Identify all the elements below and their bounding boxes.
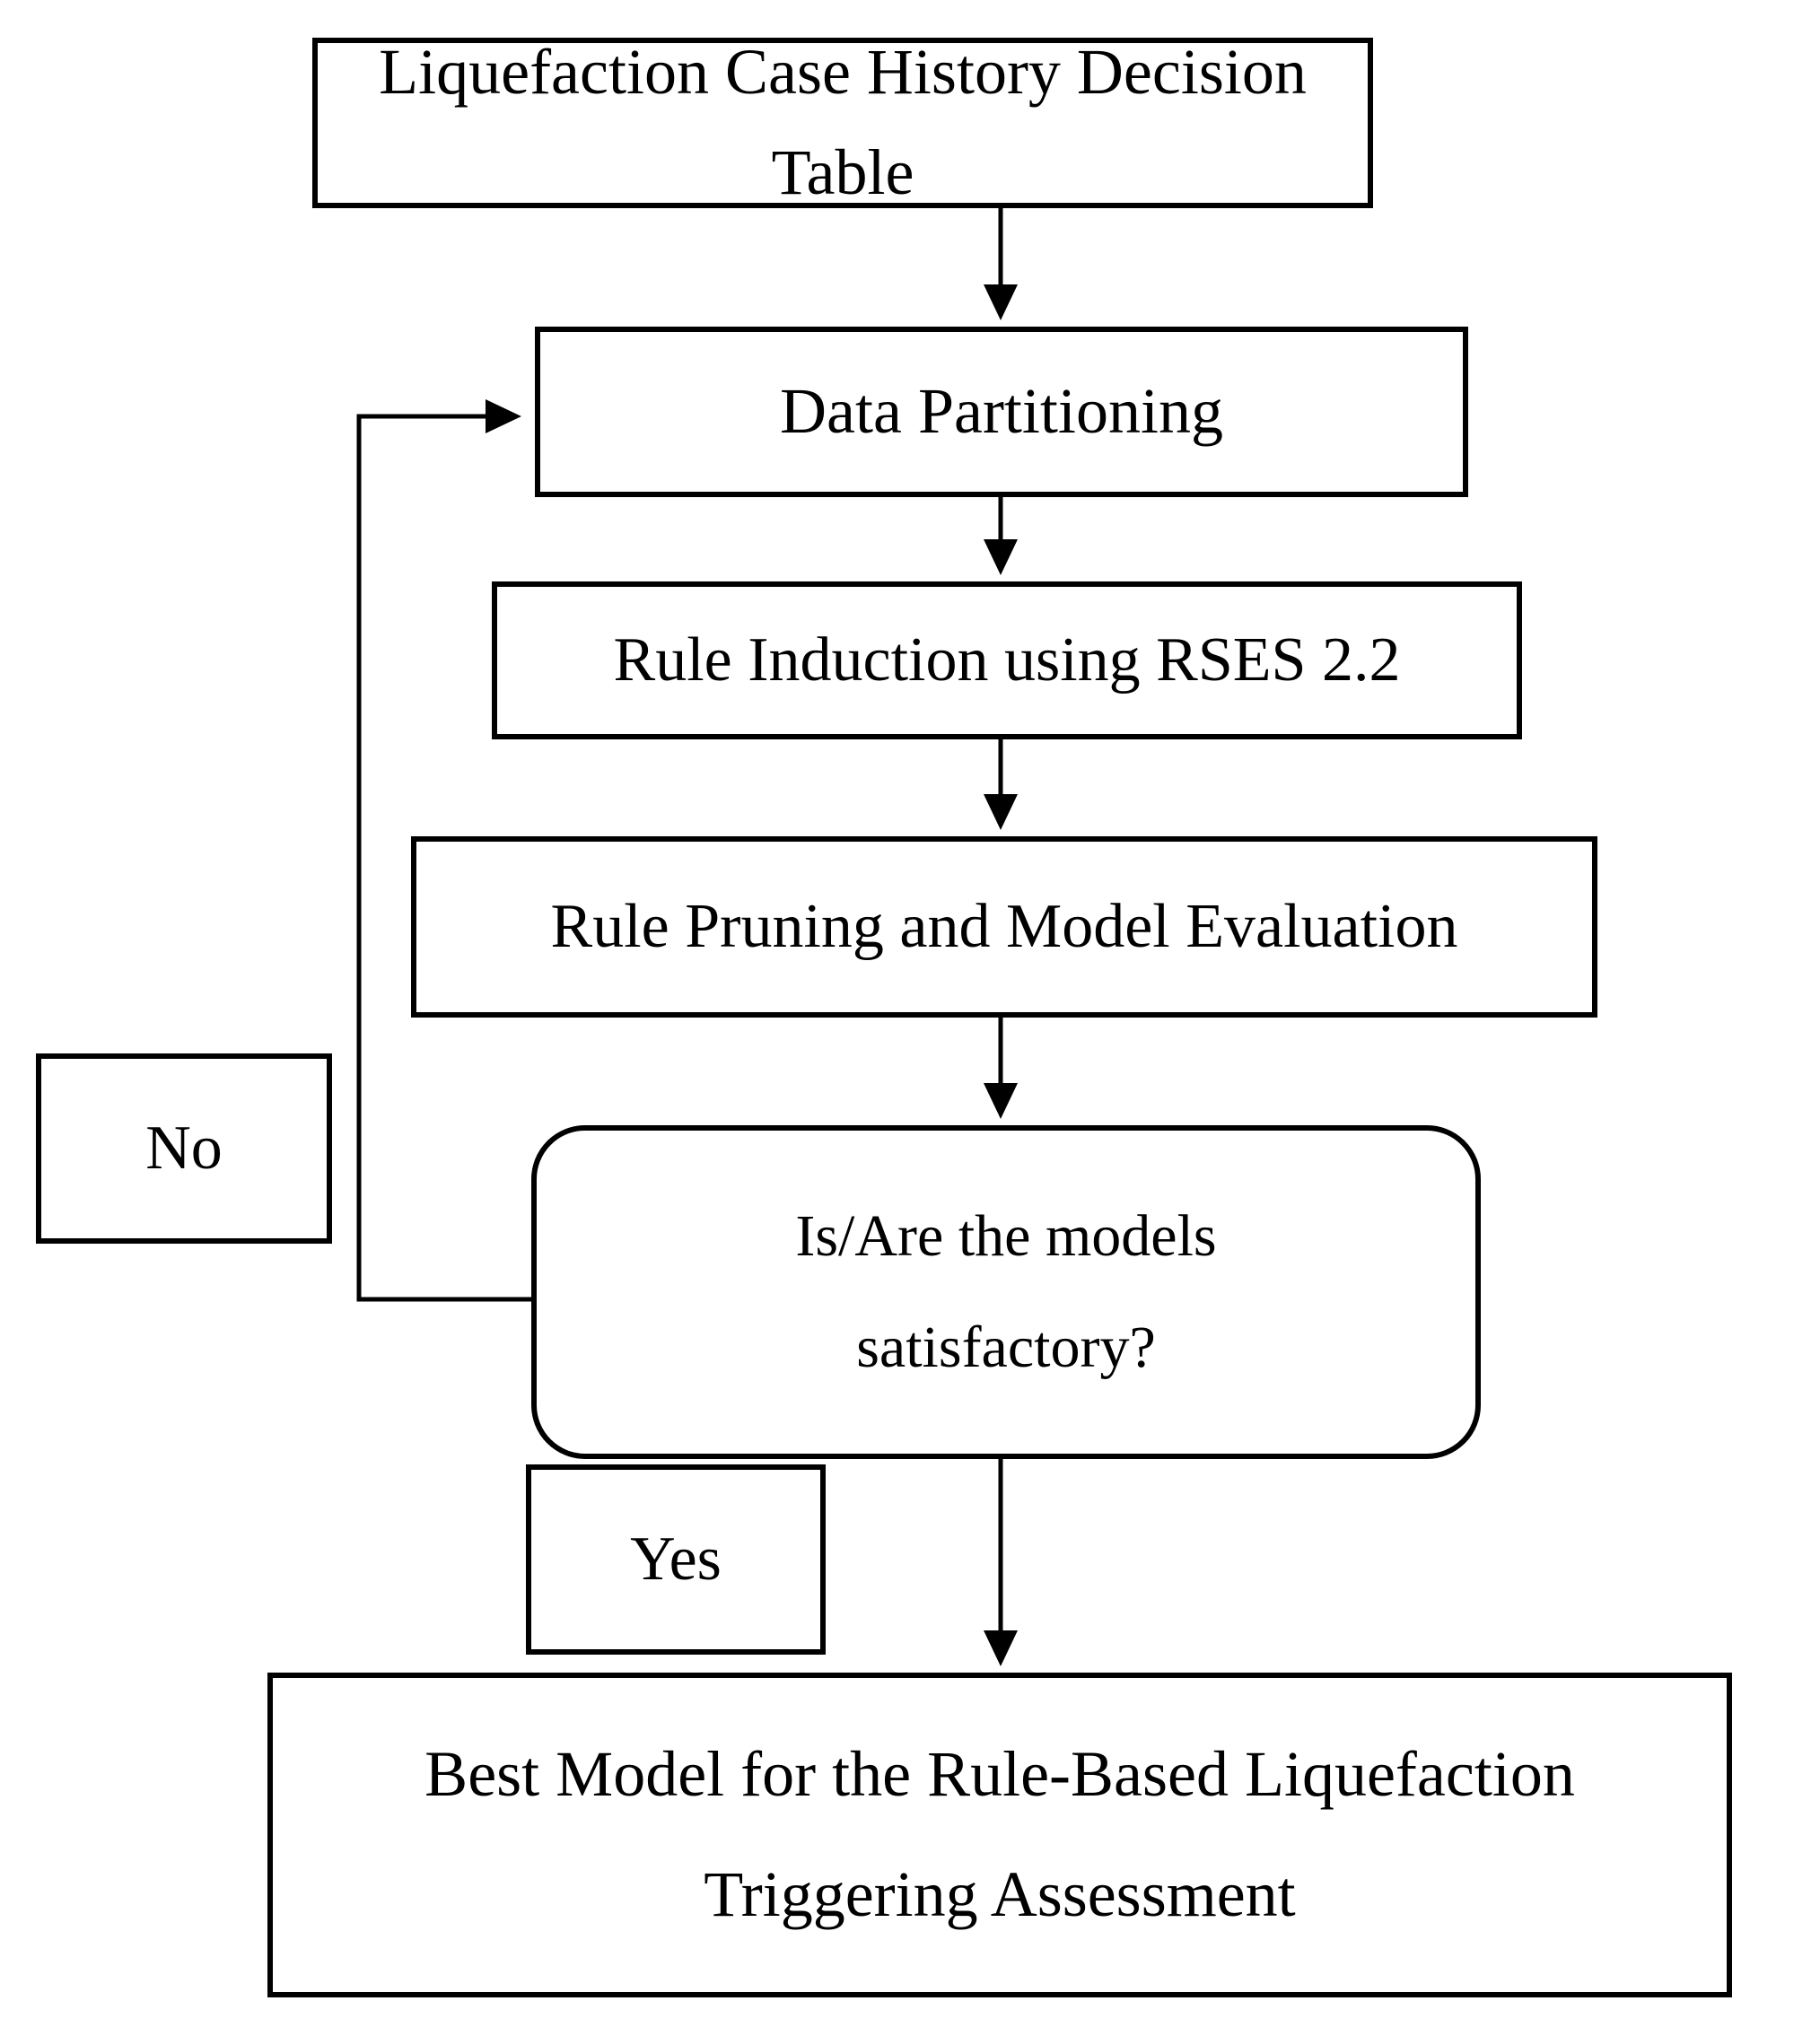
node-models-satisfactory-decision[interactable]: Is/Are the models satisfactory? (531, 1125, 1481, 1459)
node-edge-label-yes[interactable]: Yes (526, 1464, 826, 1655)
node-models-satisfactory-decision-label: Is/Are the models satisfactory? (537, 1191, 1475, 1394)
best-model-label-line-2: Triggering Assessment (704, 1858, 1296, 1930)
node-edge-label-no[interactable]: No (36, 1053, 332, 1244)
node-decision-table[interactable]: Liquefaction Case History Decision Table (312, 36, 1373, 208)
node-best-model-label: Best Model for the Rule-Based Liquefacti… (273, 1725, 1727, 1944)
node-best-model[interactable]: Best Model for the Rule-Based Liquefacti… (267, 1673, 1732, 1997)
node-rule-pruning-evaluation-label: Rule Pruning and Model Evaluation (550, 891, 1458, 961)
best-model-label-line-1: Best Model for the Rule-Based Liquefacti… (424, 1738, 1575, 1811)
node-rule-induction[interactable]: Rule Induction using RSES 2.2 (492, 581, 1522, 739)
node-data-partitioning-label: Data Partitioning (780, 375, 1223, 448)
decision-label-line-1: Is/Are the models (795, 1202, 1217, 1269)
node-edge-label-no-text: No (145, 1113, 223, 1183)
decision-label-line-2: satisfactory? (856, 1315, 1156, 1380)
node-rule-induction-label: Rule Induction using RSES 2.2 (613, 625, 1401, 695)
node-decision-table-label: Liquefaction Case History Decision Table (379, 36, 1307, 208)
node-data-partitioning[interactable]: Data Partitioning (535, 327, 1468, 497)
node-edge-label-yes-text: Yes (630, 1524, 722, 1594)
node-rule-pruning-evaluation[interactable]: Rule Pruning and Model Evaluation (411, 836, 1597, 1018)
